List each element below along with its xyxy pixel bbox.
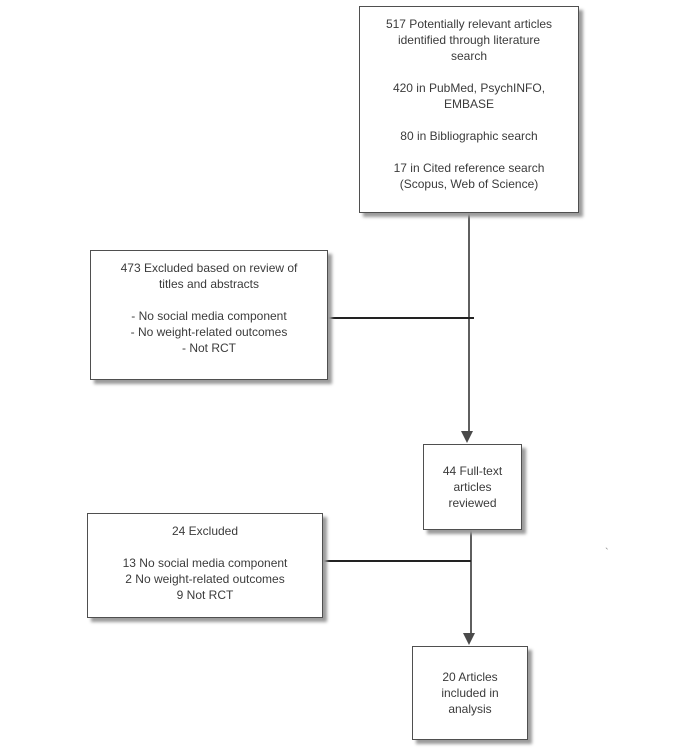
connector-identified-to-fulltext-line [468, 213, 470, 431]
connector-excluded-screening-line [328, 317, 474, 319]
box-identified-articles: 517 Potentially relevant articles identi… [359, 6, 579, 213]
box-excluded-fulltext-text: 24 Excluded 13 No social media component… [122, 524, 288, 602]
box-included-analysis: 20 Articles included in analysis [412, 646, 528, 740]
box-fulltext-reviewed-text: 44 Full-text articles reviewed [442, 464, 503, 510]
arrowhead-into-fulltext-icon [461, 431, 473, 443]
box-identified-text: 517 Potentially relevant articles identi… [385, 17, 553, 191]
connector-excluded-fulltext-line [323, 560, 471, 562]
box-included-analysis-text: 20 Articles included in analysis [441, 670, 499, 716]
arrowhead-into-included-icon [463, 633, 475, 645]
stray-mark: ` [605, 547, 609, 559]
box-excluded-titles-abstracts-text: 473 Excluded based on review of titles a… [120, 261, 298, 355]
connector-fulltext-to-included-line [470, 530, 472, 633]
box-fulltext-reviewed: 44 Full-text articles reviewed [423, 444, 522, 530]
box-excluded-fulltext: 24 Excluded 13 No social media component… [87, 513, 323, 618]
box-excluded-titles-abstracts: 473 Excluded based on review of titles a… [90, 250, 328, 380]
